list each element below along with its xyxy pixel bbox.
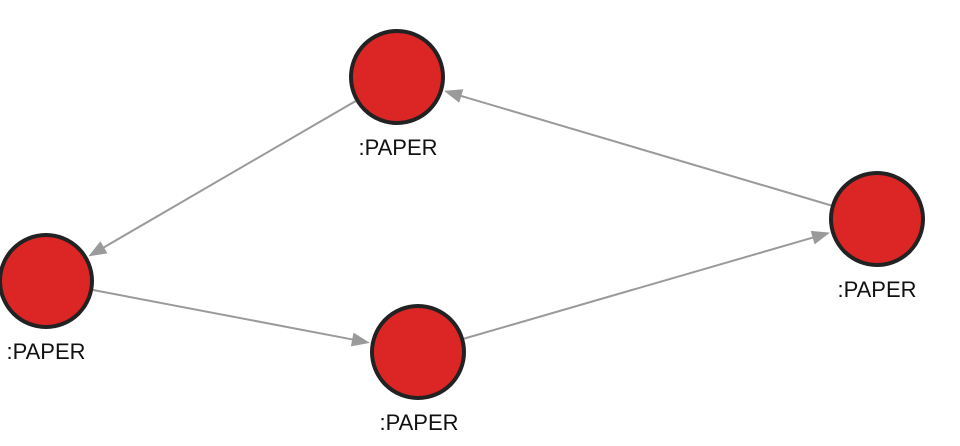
nodes-layer: :PAPER :PAPER :PAPER :PAPER bbox=[0, 29, 925, 435]
node-label: :PAPER bbox=[358, 135, 437, 160]
arrow-head-n1-n2 bbox=[88, 241, 108, 257]
paper-node-1[interactable]: :PAPER bbox=[349, 29, 445, 160]
paper-node-2[interactable]: :PAPER bbox=[0, 233, 94, 364]
paper-node-4[interactable]: :PAPER bbox=[829, 171, 925, 302]
node-circle[interactable] bbox=[0, 233, 94, 329]
edge-n4-n1[interactable] bbox=[459, 94, 832, 207]
node-circle[interactable] bbox=[829, 171, 925, 267]
edge-n3-n4[interactable] bbox=[463, 236, 815, 340]
paper-node-3[interactable]: :PAPER bbox=[370, 304, 466, 435]
arrow-head-n4-n1 bbox=[443, 89, 464, 103]
node-label: :PAPER bbox=[379, 410, 458, 435]
arrow-head-n2-n3 bbox=[350, 332, 370, 347]
arrow-head-n3-n4 bbox=[810, 230, 830, 245]
edges-layer bbox=[88, 89, 832, 347]
node-label: :PAPER bbox=[6, 339, 85, 364]
node-circle[interactable] bbox=[349, 29, 445, 125]
edge-n1-n2[interactable] bbox=[101, 100, 357, 250]
node-circle[interactable] bbox=[370, 304, 466, 400]
node-label: :PAPER bbox=[837, 277, 916, 302]
edge-n2-n3[interactable] bbox=[92, 289, 355, 341]
